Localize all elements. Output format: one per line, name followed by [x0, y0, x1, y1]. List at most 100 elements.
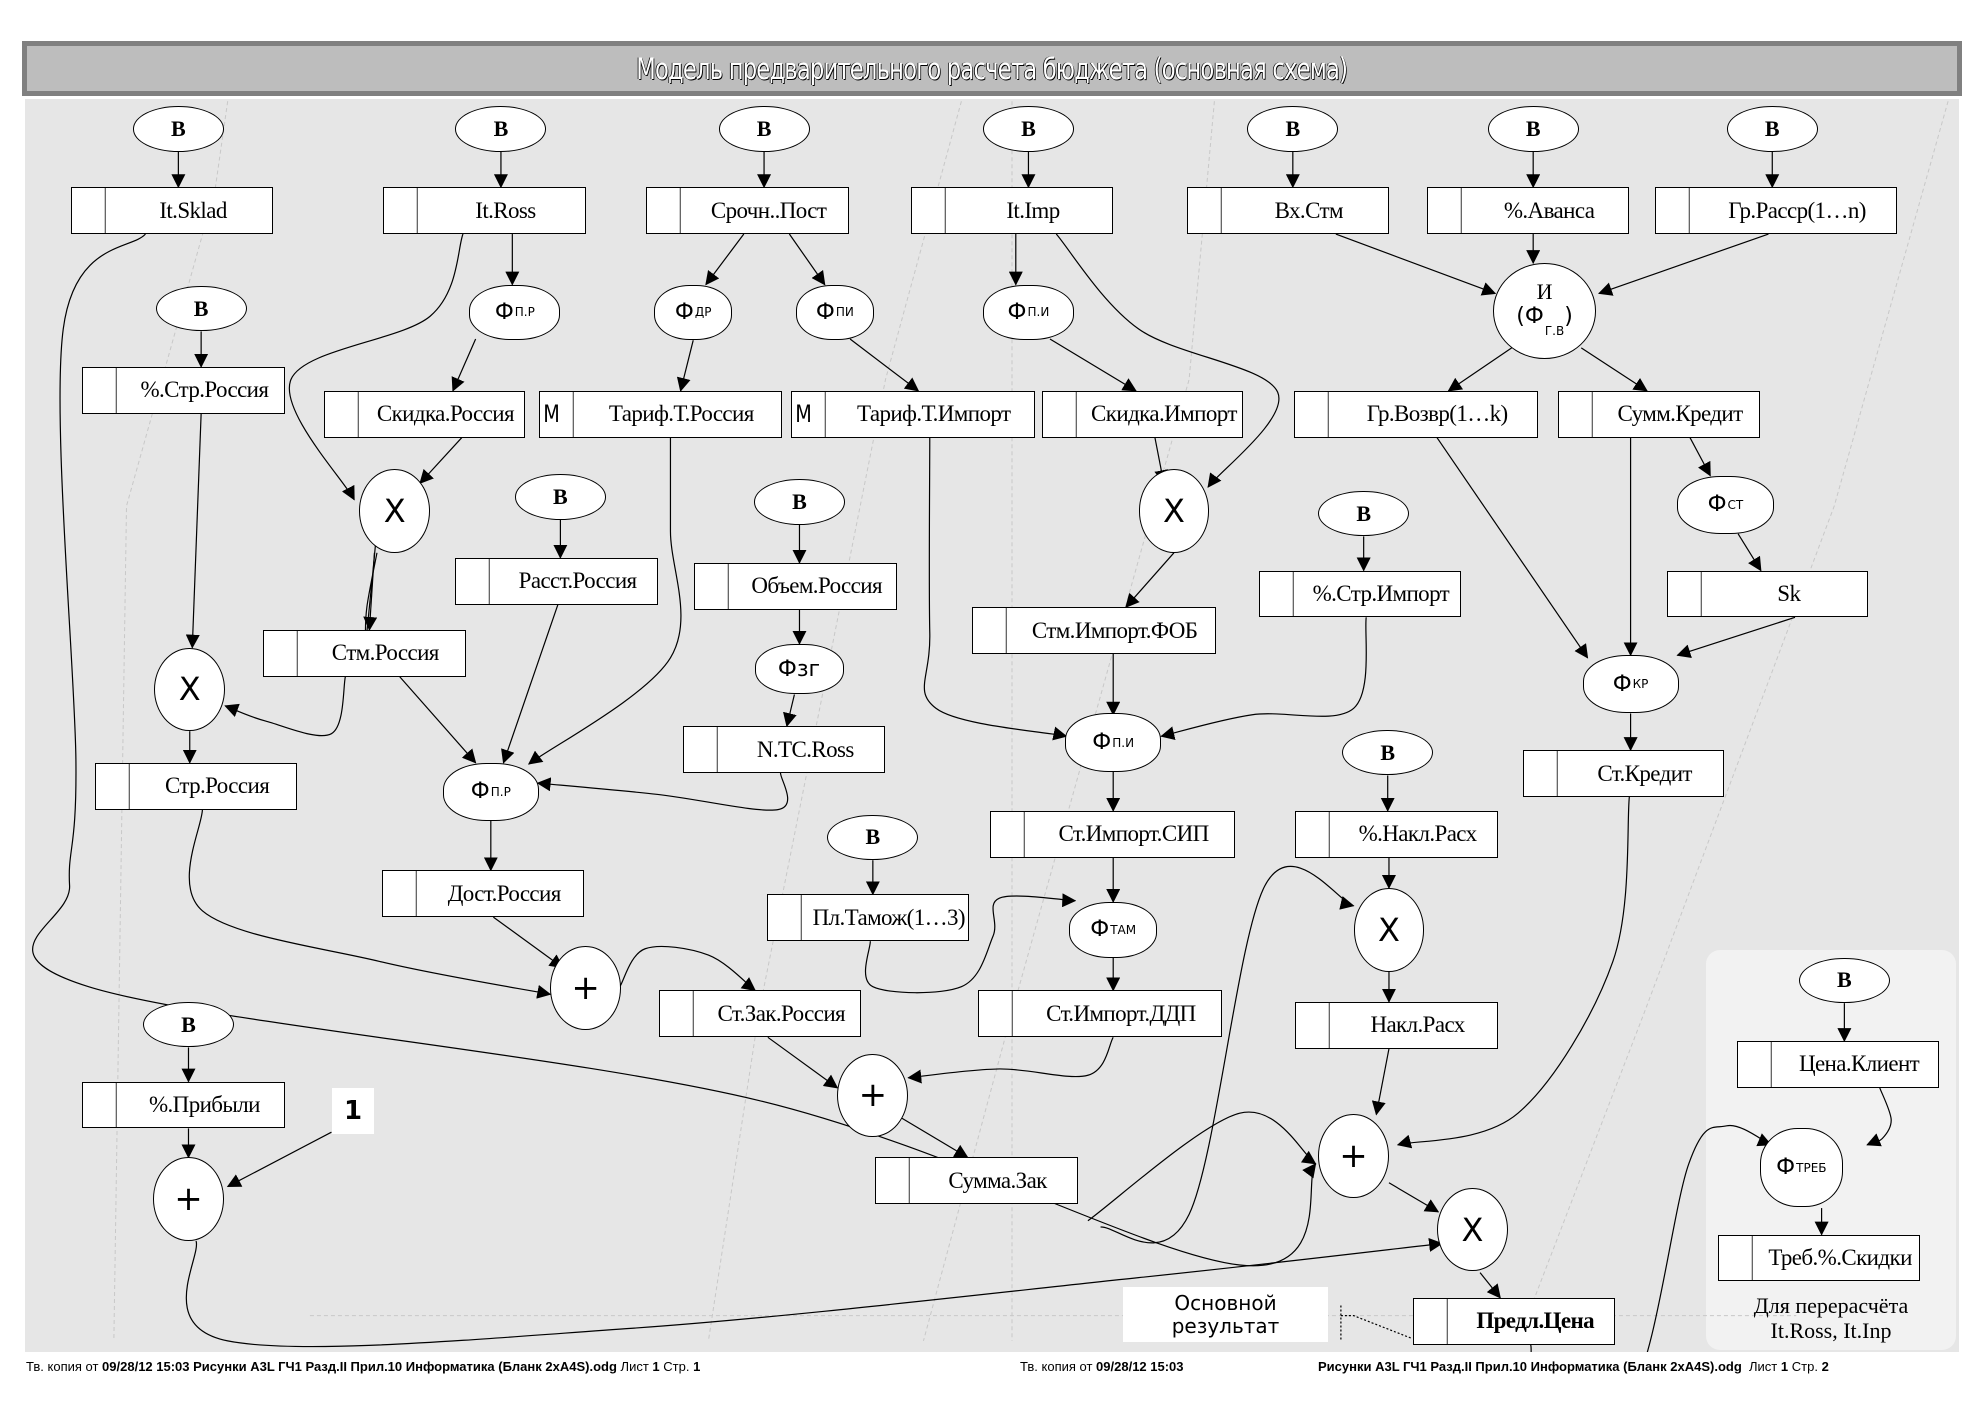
- box-label: Срочн..Пост: [710, 197, 827, 223]
- function-expression: (ФГ.В): [1516, 304, 1573, 344]
- variable-box-it-ross: It.Ross: [383, 187, 586, 235]
- source-node-b5: В: [1247, 106, 1339, 152]
- node-label: X: [1461, 1210, 1484, 1249]
- operator-node-x5: X: [1437, 1187, 1508, 1272]
- function-subscript: ПИ: [835, 305, 854, 320]
- recalc-note-line2: It.Ross, It.Inp: [1770, 1318, 1892, 1343]
- function-subscript: Г.В: [1544, 323, 1565, 338]
- variable-box-str-ross: Стр.Россия: [94, 762, 298, 810]
- node-label: В: [171, 116, 186, 142]
- main-result-label: Основной результат: [1171, 1290, 1280, 1338]
- variable-box-avansa: %.Аванса: [1426, 187, 1630, 235]
- node-label: В: [1021, 116, 1036, 142]
- box-marker-cell: [264, 630, 298, 676]
- box-label: Сумма.Зак: [948, 1167, 1047, 1193]
- variable-box-pl-tamozh: Пл.Тамож(1…3): [766, 894, 969, 942]
- variable-box-nakl-pct: %.Накл.Расх: [1295, 810, 1498, 858]
- box-marker-cell: M: [792, 391, 826, 437]
- variable-box-st-zak-ross: Ст.Зак.Россия: [659, 990, 862, 1038]
- source-node-b-prib: В: [142, 1001, 235, 1048]
- variable-box-sk: Sk: [1667, 570, 1869, 618]
- connector-arrow: [1335, 233, 1497, 296]
- box-marker-cell: [83, 1082, 117, 1128]
- connector-arrow: [1100, 866, 1355, 1244]
- box-marker-cell: [72, 188, 106, 234]
- box-marker-cell: [973, 608, 1007, 653]
- function-node-f-zg: Фзг: [755, 643, 844, 695]
- connector-arrow: [288, 233, 464, 501]
- function-symbol: Фзг: [777, 656, 821, 682]
- node-label: В: [1285, 116, 1301, 142]
- box-marker-cell: [1295, 391, 1329, 437]
- variable-box-str-imp-pct: %.Стр.Импорт: [1258, 570, 1462, 618]
- footer-file-info: 09/28/12 15:03 Рисунки А3L ГЧ1 Разд.II П…: [102, 1359, 617, 1374]
- constant-one: 1: [343, 1096, 363, 1126]
- variable-box-skidka-ross: Скидка.Россия: [323, 390, 525, 438]
- footer-copy-prefix: Тв. копия от: [26, 1359, 99, 1374]
- function-subscript: КР: [1632, 677, 1649, 692]
- connector-arrow: [1737, 533, 1762, 572]
- box-marker-cell: [979, 991, 1013, 1037]
- connector-arrow: [783, 694, 797, 728]
- box-label: It.Imp: [1006, 197, 1060, 223]
- function-subscript: СТ: [1727, 497, 1744, 512]
- connector-arrow: [1087, 1111, 1317, 1222]
- connector-arrow: [923, 437, 1068, 741]
- box-label: Объем.Россия: [751, 573, 882, 599]
- source-node-b3: В: [718, 106, 810, 152]
- connector-arrow: [788, 233, 826, 286]
- node-label: В: [1525, 116, 1541, 142]
- connector-arrow: [1447, 347, 1513, 392]
- operator-node-p3: +: [1318, 1114, 1389, 1198]
- variable-box-obem-ross: Объем.Россия: [694, 562, 897, 610]
- variable-box-summa-zak: Сумма.Зак: [875, 1157, 1078, 1205]
- connector-arrow: [1530, 1125, 1772, 1352]
- node-label: В: [193, 295, 209, 321]
- connector-arrow: [527, 437, 682, 765]
- box-marker-cell: [695, 563, 730, 609]
- connector-arrow: [1055, 233, 1280, 488]
- connector-arrow: [1388, 1182, 1440, 1213]
- connector-arrow: [1866, 1087, 1892, 1147]
- variable-box-st-imp-sip: Ст.Импорт.СИП: [990, 810, 1235, 858]
- box-label: Ст.Зак.Россия: [717, 1000, 846, 1026]
- function-subscript: П.И: [1027, 305, 1050, 320]
- main-result-callout: Основной результат: [1123, 1287, 1328, 1342]
- operator-node-p2: +: [837, 1053, 909, 1138]
- background-guide-line: [707, 101, 962, 1341]
- function-node-ig: И(ФГ.В): [1492, 263, 1597, 360]
- variable-box-dost-ross: Дост.Россия: [382, 870, 585, 918]
- footer-page-label: Стр.: [663, 1359, 690, 1374]
- box-marker-cell: [1428, 188, 1462, 234]
- connector-arrow: [767, 1036, 839, 1089]
- connector-arrow: [619, 945, 757, 992]
- box-label: It.Ross: [475, 197, 536, 223]
- box-label: %.Прибыли: [148, 1091, 260, 1117]
- source-node-b-str-imp: В: [1318, 490, 1410, 537]
- variable-box-skidka-imp: Скидка.Импорт: [1042, 390, 1244, 438]
- footer-page-label: Стр.: [1791, 1359, 1818, 1374]
- box-label: Ст.Импорт.СИП: [1058, 821, 1209, 847]
- box-marker-cell: [384, 188, 418, 234]
- connector-arrow: [1160, 617, 1367, 741]
- footer-page-number: 2: [1821, 1359, 1829, 1374]
- connector-arrow: [501, 604, 559, 764]
- function-symbol: Ф: [494, 299, 514, 325]
- box-label: Скидка.Импорт: [1091, 401, 1237, 427]
- variable-box-nakl-rasx: Накл.Расх: [1295, 1001, 1498, 1049]
- variable-box-stm-imp-fob: Стм.Импорт.ФОБ: [971, 607, 1216, 654]
- function-subscript: П.И: [1112, 735, 1135, 750]
- connector-arrow: [901, 1117, 969, 1158]
- function-subscript: ДР: [694, 305, 712, 320]
- box-marker-cell: [876, 1158, 910, 1204]
- box-label: %.Стр.Россия: [140, 377, 269, 403]
- box-label: Тариф.Т.Импорт: [856, 401, 1011, 427]
- footer-sheet-number: 1: [1780, 1359, 1789, 1374]
- node-label: В: [865, 824, 881, 850]
- variable-box-gr-vozvr: Гр.Возвр(1…k): [1294, 390, 1539, 438]
- footer-sheet-label: Лист: [1749, 1359, 1778, 1374]
